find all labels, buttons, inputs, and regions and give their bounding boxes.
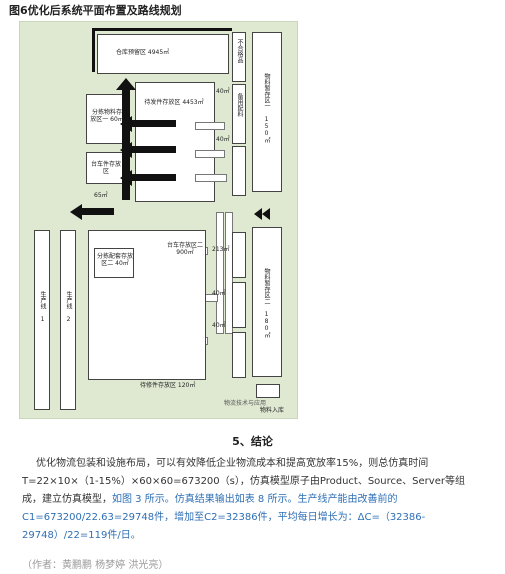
area-40-label: 40㎡ [216, 136, 230, 143]
vehicle-storage: 台车件存放区 [86, 152, 124, 184]
area-213-label: 213㎡ [212, 246, 230, 253]
shelf-5 [232, 282, 246, 328]
sorting-storage-2-label: 分拣配套存放区二 40㎡ [97, 253, 134, 267]
route-arrow [216, 212, 224, 334]
flow-arrow-bar [132, 120, 176, 127]
para-line-3-highlight: 如图 3 所示。仿真结果输出如表 8 所示。生产线产能由改善前的 [112, 494, 398, 505]
conclusion-paragraph: 优化物流包装和设施布局，可以有效降低企业物流成本和提高宽放率15%，则总仿真时间… [22, 455, 488, 545]
entrance-label: 物料入库 [260, 407, 285, 414]
shelf-4 [232, 232, 246, 278]
spare-parts-shelf: 备用配料 [232, 84, 246, 144]
flow-arrow-left-icon [70, 204, 82, 220]
flow-arrow-bar [132, 146, 176, 153]
para-line-1: 优化物流包装和设施布局，可以有效降低企业物流成本和提高宽放率15%，则总仿真时间 [36, 458, 429, 469]
wall-line [92, 28, 95, 72]
area-40-label: 40㎡ [216, 88, 230, 95]
incoming-area-1: 物料暂存区一 150㎡ [252, 32, 282, 192]
line-2-label: 生产线 2 [65, 291, 72, 323]
unqualified-label: 不合格品 [236, 39, 243, 63]
author-credit: （作者：黄鹏鹏 杨梦婷 洪光亮） [22, 560, 169, 571]
layout-figure: 仓库预留区 4945㎡ 不合格品 备用配料 40㎡ 40㎡ 物料暂存区一 150… [19, 21, 298, 419]
incoming-area-2-label: 物料暂存区二 180㎡ [263, 268, 270, 338]
route-arrow [195, 150, 225, 158]
sorting-storage-1-label: 分拣物料存放区一 60㎡ [90, 109, 124, 123]
area-40-label: 40㎡ [212, 322, 226, 329]
sorting-storage-1: 分拣物料存放区一 60㎡ [86, 94, 126, 144]
pending-storage-label: 待修件存放区 120㎡ [140, 382, 196, 389]
warehouse-reserve-label: 仓库预留区 4945㎡ [116, 49, 170, 56]
para-line-4: C1=673200/22.63=29748件，增加至C2=32386件，平均每日… [22, 512, 426, 523]
wip-storage-1: 待发件存放区 4453㎡ [135, 82, 215, 202]
para-line-2: T=22×10×（1-15%）×60×60=673200（s），仿真模型原子由P… [22, 476, 465, 487]
shelf-6 [232, 332, 246, 378]
area-40-label: 40㎡ [212, 290, 226, 297]
line-1-label: 生产线 1 [39, 291, 46, 323]
shelf-3 [232, 146, 246, 196]
entrance-arrow-icon [254, 208, 262, 220]
wip-storage-1-label: 待发件存放区 4453㎡ [144, 99, 204, 106]
vehicle-storage-2-label: 台车存放区二 900㎡ [166, 242, 203, 256]
entrance-box [256, 384, 280, 398]
para-line-3-plain: 成，建立仿真模型， [22, 494, 112, 505]
warehouse-reserve-area: 仓库预留区 4945㎡ [97, 34, 229, 74]
vertical-flow-bar [122, 90, 130, 200]
sorting-storage-2: 分拣配套存放区二 40㎡ [94, 248, 134, 278]
para-line-5: 29748）/22=119件/日。 [22, 530, 141, 541]
flow-arrow-bar [82, 208, 114, 215]
route-arrow [195, 122, 225, 130]
para-line-3: 成，建立仿真模型，如图 3 所示。仿真结果输出如表 8 所示。生产线产能由改善前… [22, 491, 488, 509]
route-arrow [195, 174, 227, 182]
area-65-label: 65㎡ [94, 192, 108, 199]
incoming-area-1-label: 物料暂存区一 150㎡ [263, 73, 270, 143]
entrance-arrow-icon [262, 208, 270, 220]
watermark-text: 物流技术与应用 [224, 400, 267, 407]
production-line-2: 生产线 2 [60, 230, 76, 410]
figure-title: 图6优化后系统平面布置及路线规划 [9, 4, 182, 17]
vehicle-storage-label: 台车件存放区 [90, 161, 121, 175]
incoming-area-2: 物料暂存区二 180㎡ [252, 227, 282, 377]
spare-parts-label: 备用配料 [236, 93, 243, 117]
flow-arrow-bar [132, 174, 176, 181]
wall-line [92, 28, 232, 31]
production-line-1: 生产线 1 [34, 230, 50, 410]
flow-arrow-up-icon [116, 78, 136, 90]
section-heading: 5、结论 [232, 435, 273, 448]
unqualified-shelf: 不合格品 [232, 32, 246, 82]
